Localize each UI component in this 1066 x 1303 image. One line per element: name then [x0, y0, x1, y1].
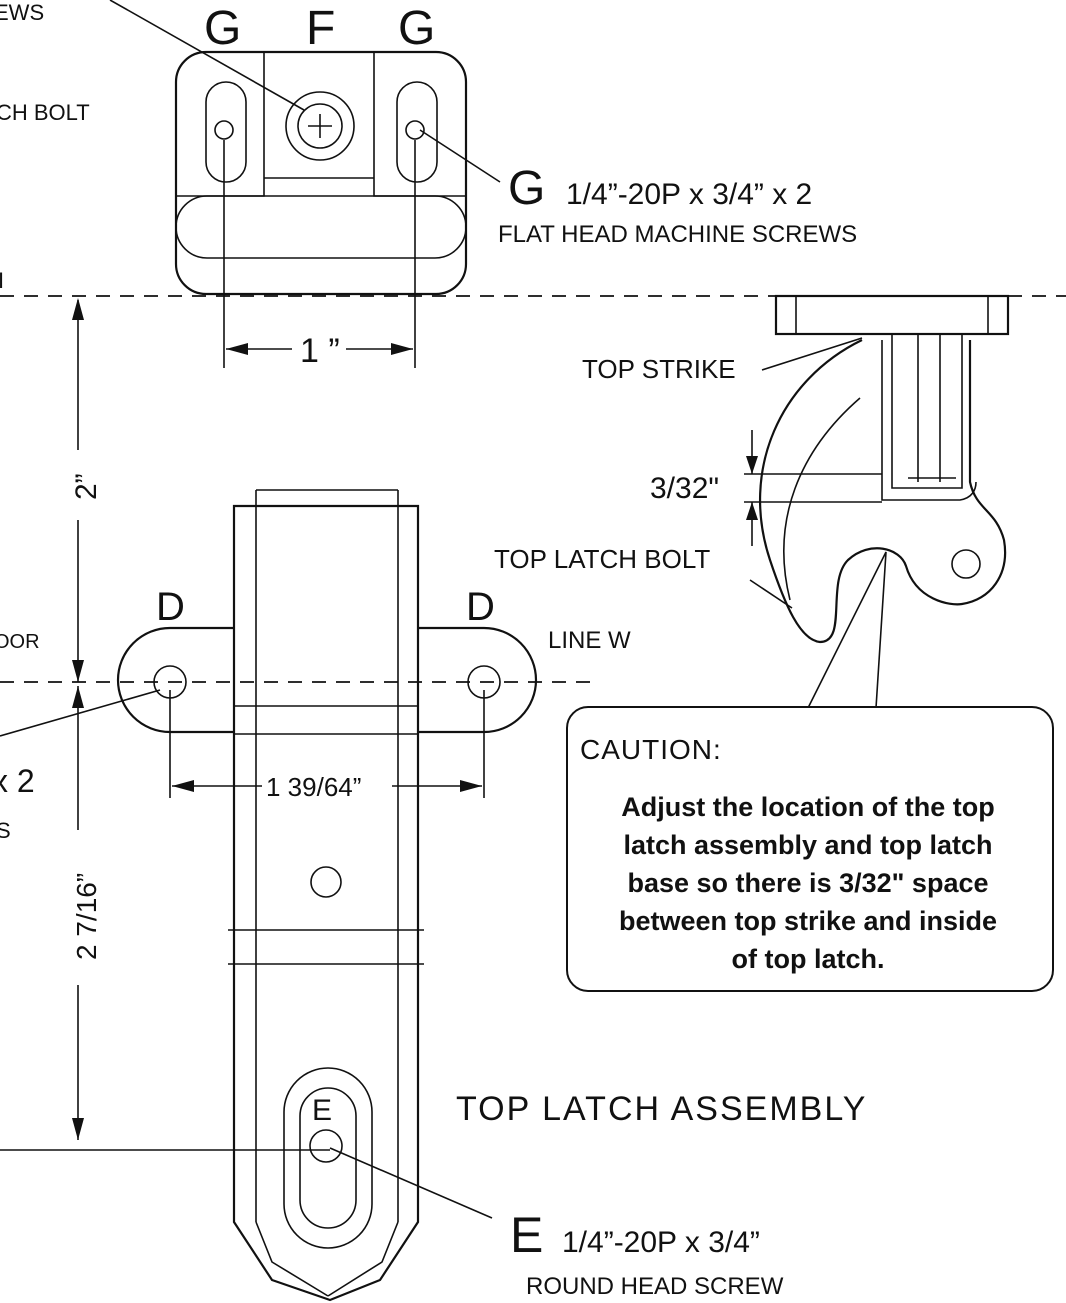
label-g-left: G [204, 2, 241, 55]
label-cut-door: OOR [0, 631, 40, 653]
label-line-w: LINE W [548, 627, 631, 654]
caution-body: Adjust the location of the top latch ass… [618, 792, 998, 974]
dim-1-39-64 [169, 690, 485, 798]
e-callout-desc: ROUND HEAD SCREW [526, 1273, 784, 1300]
label-cut-line: I [0, 268, 4, 293]
label-dim-1-39-64: 1 39/64” [266, 772, 361, 802]
label-dim-1in: 1 ” [300, 332, 340, 370]
label-g-right: G [398, 2, 435, 55]
leader-top-strike [761, 337, 863, 371]
g-callout-desc: FLAT HEAD MACHINE SCREWS [498, 221, 857, 248]
leader-e [329, 1147, 493, 1219]
dim-2-7-16 [0, 686, 330, 1151]
label-f: F [306, 2, 335, 55]
label-d-right: D [466, 585, 495, 629]
label-d-left: D [156, 585, 185, 629]
dim-1-inch [223, 140, 416, 368]
e-callout-spec: 1/4”-20P x 3/4” [562, 1226, 760, 1259]
label-cut-latch-bolt: CH BOLT [0, 100, 90, 125]
caution-box: CAUTION: Adjust the location of the top … [566, 706, 1054, 992]
caution-pointer [807, 551, 887, 709]
label-e-hole: E [312, 1094, 332, 1127]
top-latch-bolt [758, 339, 1007, 644]
label-cut-s: S [0, 818, 11, 843]
e-callout-letter: E [510, 1207, 543, 1263]
dim-3-32 [744, 430, 882, 546]
leader-screws-f [109, 0, 305, 111]
leader-g [419, 129, 501, 183]
top-strike [774, 294, 1010, 489]
g-callout-spec: 1/4”-20P x 3/4” x 2 [566, 178, 812, 211]
leader-d-left [0, 689, 161, 737]
assembly-title: TOP LATCH ASSEMBLY [456, 1090, 867, 1128]
label-dim-2-7-16: 2 7/16” [71, 873, 102, 960]
label-cut-screws: EWS [0, 0, 44, 25]
dim-2-inch [72, 298, 84, 682]
label-dim-2in: 2” [70, 473, 103, 500]
label-cut-x2: x 2 [0, 763, 35, 799]
leader-latch-bolt [749, 579, 793, 609]
g-callout-letter: G [508, 162, 545, 215]
label-top-latch-bolt: TOP LATCH BOLT [494, 544, 710, 574]
label-dim-3-32: 3/32" [650, 472, 719, 505]
caution-title: CAUTION: [580, 734, 722, 765]
top-latch-base [174, 50, 468, 296]
label-top-strike: TOP STRIKE [582, 354, 736, 384]
top-latch-plate [116, 489, 538, 1302]
